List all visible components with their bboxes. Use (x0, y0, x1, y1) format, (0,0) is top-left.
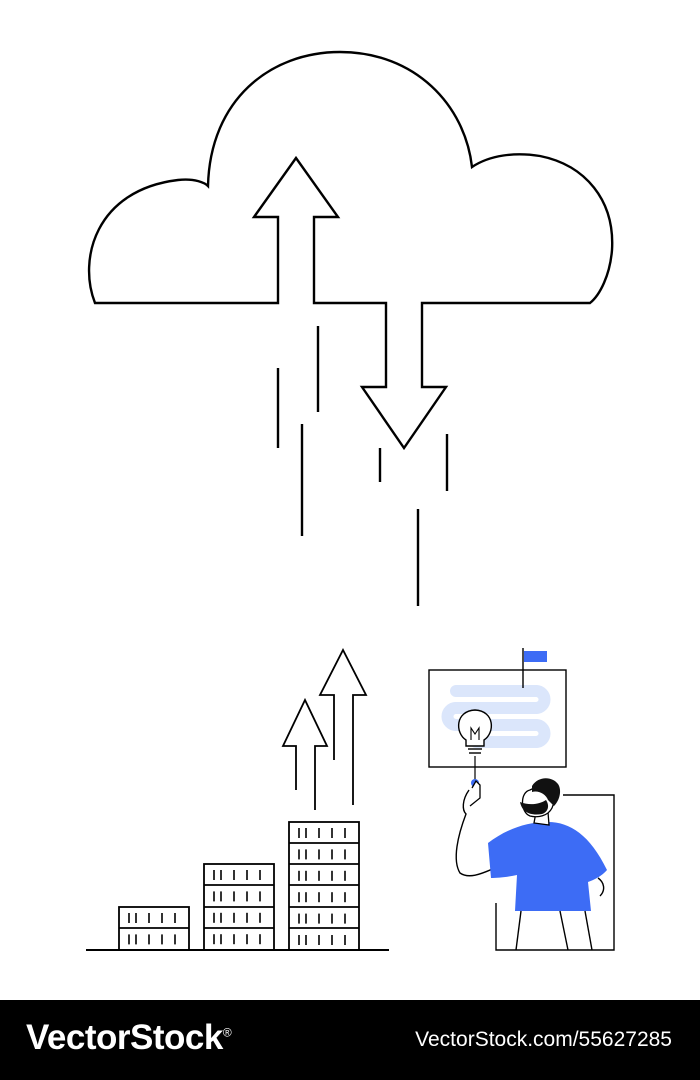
person-icon (455, 778, 607, 951)
motion-lines (276, 326, 449, 606)
flag-icon (524, 651, 547, 662)
brand-name: VectorStock (26, 1018, 223, 1057)
registered-mark: ® (222, 1025, 232, 1040)
person-panel (495, 794, 615, 951)
board-squiggle (450, 685, 542, 748)
footer-bar: VectorStock® VectorStock.com/55627285 (0, 1000, 700, 1080)
image-id[interactable]: VectorStock.com/55627285 (415, 1028, 672, 1051)
growth-arrow-icon-2 (318, 648, 368, 805)
brand-logo[interactable]: VectorStock® (26, 1018, 232, 1058)
board-squiggle-curves (441, 685, 551, 748)
cloud-icon (87, 50, 614, 451)
growth-bars-icon (118, 821, 360, 951)
lightbulb-icon (458, 709, 492, 780)
growth-arrow-icon (281, 697, 329, 810)
bar-ticks (128, 828, 346, 945)
illustration (86, 50, 615, 951)
